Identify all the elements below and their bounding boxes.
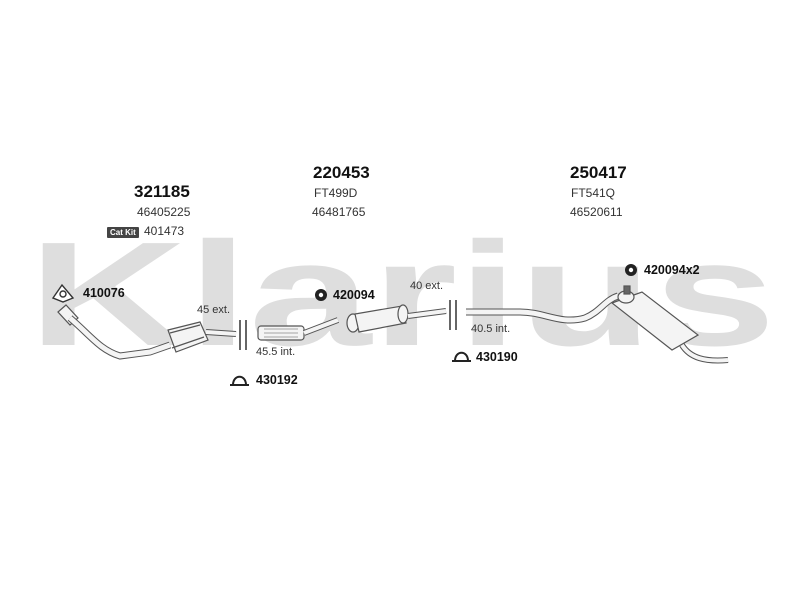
joint-1 [239, 320, 247, 350]
rubber-mount-icon-1 [315, 289, 327, 301]
dimension-int-1: 45.5 int. [256, 346, 296, 358]
part-number-2: 220453 [313, 163, 370, 182]
oe-number-3: 46520611 [570, 205, 623, 219]
clamp-part-number-1: 430192 [256, 373, 298, 387]
rubber-part-number-2: 420094x2 [644, 263, 700, 277]
rear-section [466, 285, 729, 364]
middle-section [257, 304, 447, 341]
clamp-part-number-2: 430190 [476, 350, 518, 364]
dimension-ext-1: 45 ext. [197, 304, 231, 316]
gasket-icon [51, 283, 75, 303]
dimension-ext-2: 40 ext. [410, 280, 444, 292]
code-3: FT541Q [571, 186, 616, 200]
oe-number-1: 46405225 [137, 205, 191, 219]
catkit-badge: Cat Kit [107, 227, 139, 238]
rubber-mount-icon-2 [625, 264, 637, 276]
gasket-part-number: 410076 [83, 286, 125, 300]
joint-2 [449, 300, 457, 330]
clamp-icon-2 [452, 351, 471, 362]
part-number-3: 250417 [570, 163, 627, 182]
front-pipe-catalyst [57, 304, 237, 360]
oe-number-2: 46481765 [312, 205, 366, 219]
dimension-int-2: 40.5 int. [471, 323, 511, 335]
part-number-1: 321185 [134, 182, 190, 201]
clamp-icon-1 [230, 375, 249, 386]
catkit-number: 401473 [144, 224, 185, 238]
rubber-part-number-1: 420094 [333, 288, 375, 302]
code-2: FT499D [314, 186, 358, 200]
